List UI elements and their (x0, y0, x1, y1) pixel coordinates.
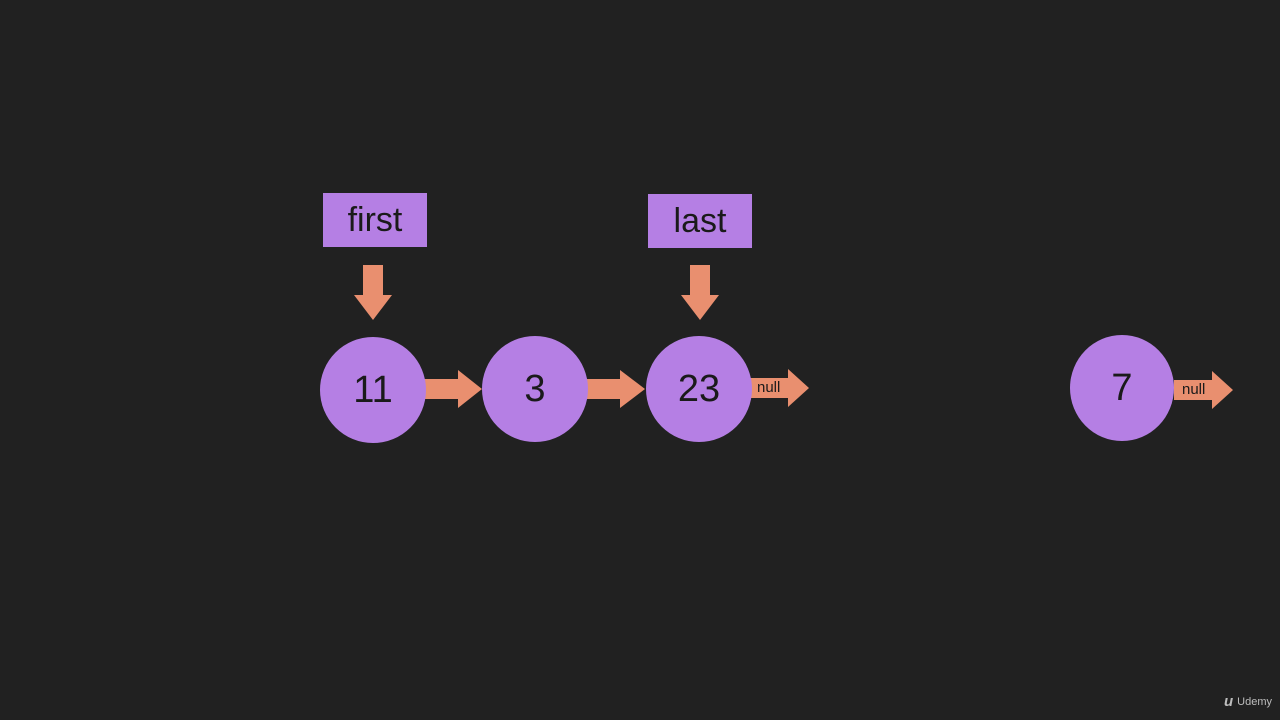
node-11: 11 (320, 337, 426, 443)
node-23: 23 (646, 336, 752, 442)
null-label-23: null (757, 379, 781, 396)
next-arrow-11-to-3 (424, 370, 482, 408)
udemy-watermark: u Udemy (1224, 693, 1272, 710)
last-pointer-arrow (681, 265, 719, 320)
node-3: 3 (482, 336, 588, 442)
next-arrow-3-to-23 (586, 370, 645, 408)
next-arrow-7-to-null (1174, 371, 1233, 409)
last-pointer-box: last (648, 194, 752, 248)
udemy-logo-icon: u (1223, 693, 1234, 710)
null-label-7: null (1182, 381, 1206, 398)
first-pointer-arrow (354, 265, 392, 320)
watermark-text: Udemy (1237, 695, 1272, 708)
first-pointer-box: first (323, 193, 427, 247)
next-arrow-23-to-null (750, 369, 809, 407)
new-node-7: 7 (1070, 335, 1174, 441)
